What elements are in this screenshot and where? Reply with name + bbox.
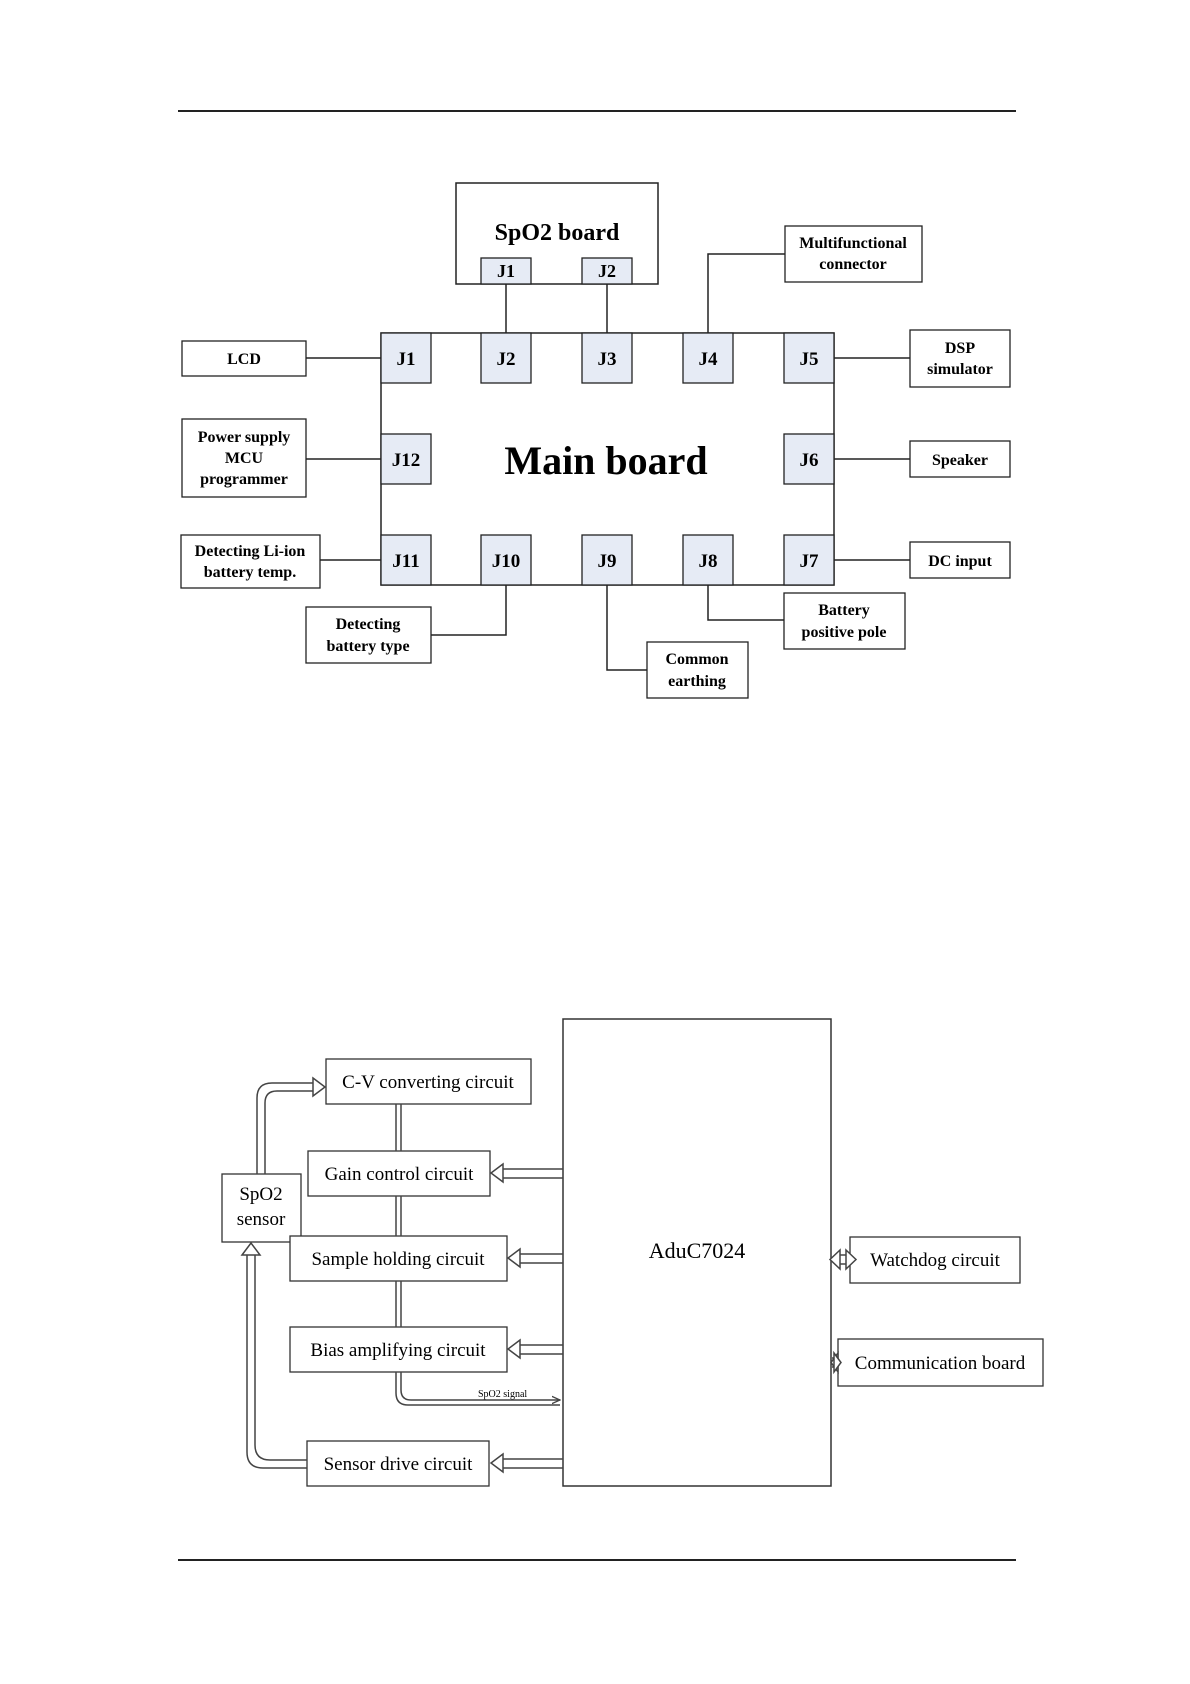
connector-j6: J6	[800, 450, 819, 471]
power-supply-line2: MCU	[225, 450, 264, 467]
li-ion-temp-line1: Detecting Li-ion	[195, 543, 306, 560]
connector-j7: J7	[800, 551, 820, 572]
external-modules: LCD Power supply MCU programmer Detectin…	[180, 225, 1011, 699]
spo2-sensor-line1: SpO2	[239, 1184, 282, 1205]
dsp-simulator-line1: DSP	[945, 340, 975, 357]
battery-pole-line2: positive pole	[802, 624, 887, 641]
common-earthing-line2: earthing	[668, 673, 726, 690]
spo2-port-j2: J2	[598, 261, 616, 281]
dc-input-label: DC input	[928, 553, 992, 570]
common-earthing-line1: Common	[665, 651, 728, 668]
connector-j9: J9	[598, 551, 617, 572]
connector-j3: J3	[598, 349, 617, 370]
drive-circuit-label: Sensor drive circuit	[324, 1454, 474, 1475]
spo2-port-j1: J1	[497, 261, 515, 281]
circuit-arrows	[240, 1076, 858, 1474]
watchdog-label: Watchdog circuit	[870, 1250, 1001, 1271]
connector-j5: J5	[800, 349, 819, 370]
battery-type-line1: Detecting	[336, 616, 401, 633]
connector-j11: J11	[392, 551, 419, 572]
comm-board-label: Communication board	[855, 1353, 1026, 1374]
mcu-block	[562, 1018, 832, 1487]
multifunctional-line1: Multifunctional	[799, 235, 907, 252]
footer-rule	[178, 1559, 1016, 1561]
connector-j1: J1	[397, 349, 416, 370]
connector-j2: J2	[497, 349, 516, 370]
speaker-label: Speaker	[932, 452, 988, 469]
sample-circuit-label: Sample holding circuit	[311, 1249, 485, 1270]
connector-j8: J8	[699, 551, 718, 572]
power-supply-line3: programmer	[200, 471, 288, 488]
board-wires	[306, 253, 910, 671]
spo2-signal-label: SpO2 signal	[478, 1389, 527, 1400]
cv-circuit-label: C-V converting circuit	[342, 1072, 514, 1093]
gain-circuit-label: Gain control circuit	[325, 1164, 475, 1185]
header-rule	[178, 110, 1016, 112]
power-supply-line1: Power supply	[198, 429, 291, 446]
bias-circuit-label: Bias amplifying circuit	[310, 1340, 486, 1361]
battery-pole-line1: Battery	[818, 602, 870, 619]
main-board-title: Main board	[504, 438, 707, 483]
dsp-simulator-line2: simulator	[927, 361, 993, 378]
spo2-board-title: SpO2 board	[495, 220, 620, 246]
connector-j10: J10	[492, 551, 521, 572]
spo2-board: SpO2 board J1 J2	[455, 182, 659, 285]
li-ion-temp-line2: battery temp.	[204, 564, 296, 581]
battery-type-line2: battery type	[326, 638, 409, 655]
multifunctional-line2: connector	[819, 256, 887, 273]
main-board-connectors: J1 J2 J3 J4 J5 J6 J12 J7 J8 J9 J10 J11	[380, 332, 835, 586]
connector-j12: J12	[392, 450, 421, 471]
mcu-label: AduC7024	[649, 1238, 746, 1263]
spo2-sensor-line2: sensor	[237, 1209, 286, 1230]
spo2-circuit-diagram: AduC7024 SpO2 sensor C-V converting circ…	[221, 1018, 1044, 1487]
connector-j4: J4	[699, 349, 719, 370]
board-connection-diagram: SpO2 board J1 J2 Main board J1 J2 J3 J4 …	[180, 182, 1011, 699]
lcd-label: LCD	[227, 351, 261, 368]
